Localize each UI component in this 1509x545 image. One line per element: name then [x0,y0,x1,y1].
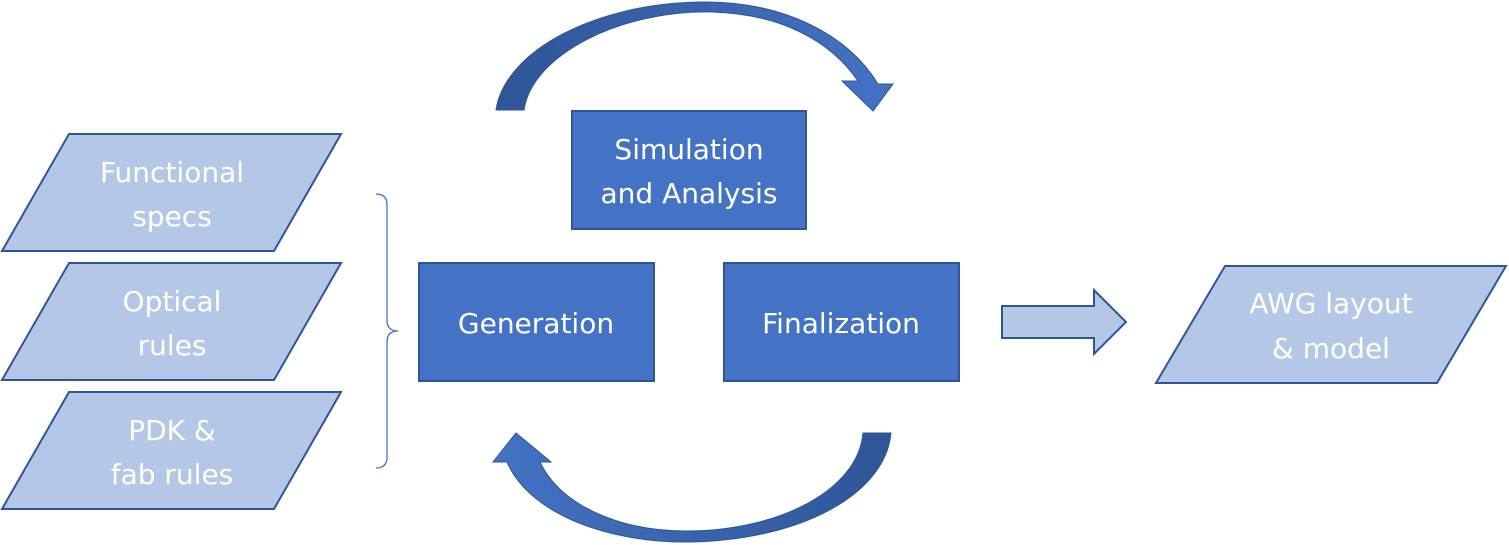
input-label-line2: specs [132,200,212,233]
simulation-label-line1: Simulation [614,133,763,166]
input-functional-specs: Functional specs [0,133,343,252]
output-arrow-icon [1001,287,1128,357]
output-label-line2: & model [1272,332,1390,365]
input-label-line2: fab rules [111,458,234,491]
process-finalization: Finalization [723,262,960,382]
generation-box [418,262,655,382]
output-shape [1154,265,1508,384]
input-label-line1: PDK & [128,414,216,447]
finalization-label: Finalization [762,307,920,340]
input-shape [0,262,343,381]
process-generation: Generation [418,262,655,382]
input-shape [0,391,343,510]
bottom-curved-arrow-icon [491,432,892,543]
generation-label: Generation [458,307,614,340]
output-label-line1: AWG layout [1249,287,1412,320]
process-simulation-analysis: Simulation and Analysis [571,110,807,230]
output-awg-layout-model: AWG layout & model [1154,265,1508,384]
input-shape [0,133,343,252]
input-pdk-fab-rules: PDK & fab rules [0,391,343,510]
top-curved-arrow-icon [495,1,894,112]
grouping-brace [375,193,399,469]
input-label-line1: Optical [123,285,222,318]
finalization-box [723,262,960,382]
input-optical-rules: Optical rules [0,262,343,381]
input-label-line2: rules [138,329,207,362]
simulation-box [571,110,807,230]
input-label-line1: Functional [100,156,244,189]
simulation-label-line2: and Analysis [601,177,778,210]
